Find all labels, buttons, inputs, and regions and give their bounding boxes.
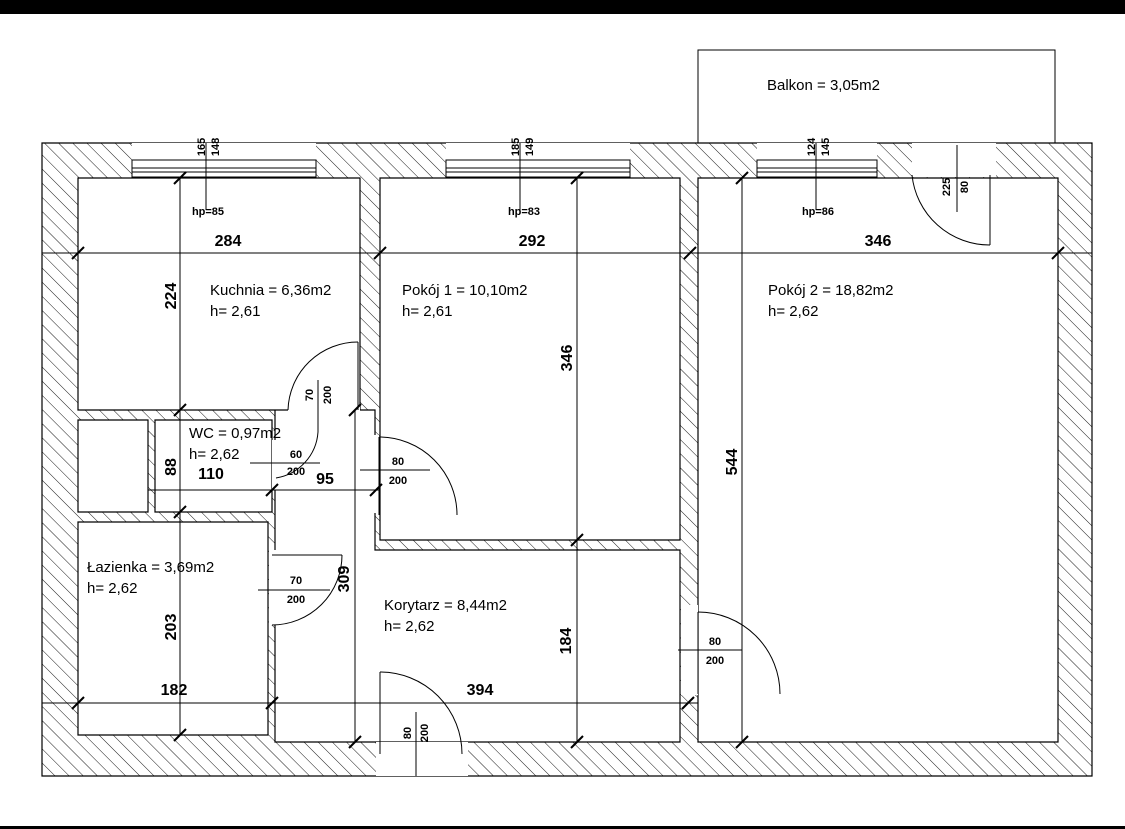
door-wc-dim-a: 60 — [290, 449, 302, 461]
door-entrance-dim-a: 80 — [402, 727, 414, 739]
dim-pokoj1-depth: 346 — [559, 345, 576, 372]
dimension-lines — [42, 143, 1092, 776]
window2-dim-b: 149 — [524, 138, 536, 156]
door-swings — [271, 174, 991, 755]
window2-hp: hp=83 — [508, 206, 540, 218]
window1-hp: hp=85 — [192, 206, 224, 218]
balkon-label: Balkon = 3,05m2 — [767, 77, 880, 94]
dim-pokoj2-depth: 544 — [724, 449, 741, 476]
pokoj1-height: h= 2,61 — [402, 303, 452, 320]
dim-hall-gap: 95 — [316, 471, 334, 488]
kuchnia-label: Kuchnia = 6,36m2 — [210, 282, 331, 299]
kuchnia-height: h= 2,61 — [210, 303, 260, 320]
door-balcony-dim-a: 80 — [959, 181, 971, 193]
pokoj2-height: h= 2,62 — [768, 303, 818, 320]
lazienka-height: h= 2,62 — [87, 580, 137, 597]
window-frames — [131, 159, 878, 178]
dimension-ticks — [71, 171, 1065, 749]
door-pokoj1-dim-a: 80 — [392, 456, 404, 468]
door-entrance-dim-b: 200 — [419, 724, 431, 742]
door-kitchen-dim-a: 70 — [304, 389, 316, 401]
door-wc-dim-b: 200 — [287, 466, 305, 478]
dim-wc-width: 110 — [198, 466, 224, 483]
door-kitchen-dim-b: 200 — [322, 386, 334, 404]
lazienka-label: Łazienka = 3,69m2 — [87, 559, 214, 576]
door-lazienka-dim-b: 200 — [287, 594, 305, 606]
dim-lazienka-depth: 203 — [163, 614, 180, 641]
dim-pokoj2-width: 346 — [865, 233, 892, 250]
floor-plan-sheet: Balkon = 3,05m2 Kuchnia = 6,36m2 h= 2,61… — [0, 14, 1125, 826]
wc-label: WC = 0,97m2 — [189, 425, 281, 442]
window3-dim-a: 124 — [806, 137, 818, 156]
dim-kuchnia-depth: 224 — [163, 283, 180, 310]
dim-pokoj1-width: 292 — [519, 233, 546, 250]
dim-wc-depth: 88 — [163, 458, 180, 476]
floor-plan: Balkon = 3,05m2 Kuchnia = 6,36m2 h= 2,61… — [41, 49, 1093, 777]
pokoj1-label: Pokój 1 = 10,10m2 — [402, 282, 528, 299]
pokoj2-label: Pokój 2 = 18,82m2 — [768, 282, 894, 299]
balcony-outline — [697, 49, 1056, 143]
dim-korytarz-depth: 184 — [558, 628, 575, 655]
dim-kuchnia-width: 284 — [215, 233, 242, 250]
dim-korytarz-width: 394 — [467, 682, 494, 699]
dim-hall-depth: 309 — [336, 566, 353, 593]
dim-lazienka-width: 182 — [161, 682, 188, 699]
korytarz-height: h= 2,62 — [384, 618, 434, 635]
window2-dim-a: 185 — [510, 138, 522, 156]
window3-hp: hp=86 — [802, 206, 834, 218]
door-lazienka-dim-a: 70 — [290, 575, 302, 587]
window1-dim-b: 148 — [210, 138, 222, 156]
door-pokoj2-dim-a: 80 — [709, 636, 721, 648]
door-pokoj2-dim-b: 200 — [706, 655, 724, 667]
wc-height: h= 2,62 — [189, 446, 239, 463]
korytarz-label: Korytarz = 8,44m2 — [384, 597, 507, 614]
window1-dim-a: 165 — [196, 138, 208, 156]
door-balcony-dim-b: 225 — [941, 178, 953, 196]
window3-dim-b: 145 — [820, 138, 832, 156]
door-pokoj1-dim-b: 200 — [389, 475, 407, 487]
